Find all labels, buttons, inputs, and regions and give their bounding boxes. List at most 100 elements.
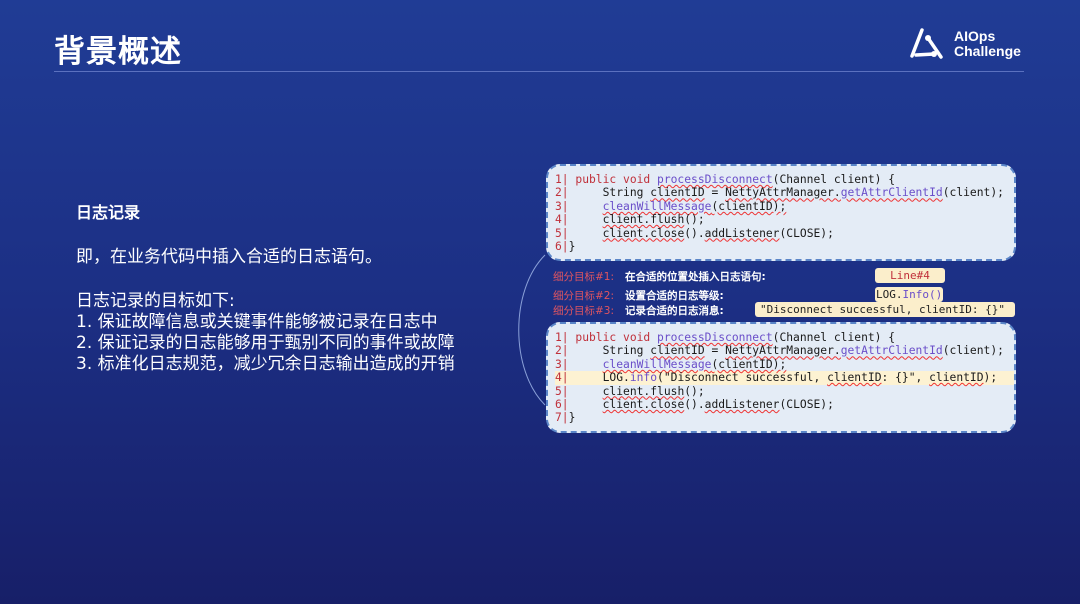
code-token: addListener: [704, 398, 780, 412]
code-token: ().: [684, 226, 705, 240]
code-token: }: [568, 411, 576, 425]
code-token: (Channel client) {: [772, 331, 896, 344]
code-line: 6|}: [555, 240, 1014, 253]
logo-icon: [910, 28, 943, 59]
code-token: getAttrClientId: [840, 186, 943, 200]
code-token: ("Disconnect successful,: [657, 371, 828, 385]
code-token: cleanWillMessage: [602, 199, 712, 213]
code-token: NettyAttrManager.: [725, 344, 841, 358]
section-heading: 日志记录: [76, 203, 141, 222]
code-token: (Channel client) {: [772, 173, 896, 186]
code-token: client.flush: [602, 384, 685, 398]
subgoal-text: 设置合适的日志等级:: [625, 290, 724, 302]
intro-text: 即，在业务代码中插入合适的日志语句。: [76, 247, 382, 267]
code-token: =: [704, 344, 726, 358]
line-number: 4|: [555, 371, 576, 385]
line-number: 6|: [555, 398, 576, 412]
subgoal-2-answer: LOG.Info(): [875, 287, 944, 302]
code-token: (clientID);: [711, 199, 787, 213]
code-token: clientID: [650, 344, 705, 358]
code-token: =: [704, 186, 726, 200]
answer-prefix: LOG.: [876, 288, 903, 301]
line-number: 5|: [555, 226, 576, 240]
code-token: [575, 385, 602, 398]
connector-arrow: [518, 254, 546, 406]
code-line: 1| public void processDisconnect(Channel…: [555, 331, 1014, 344]
code-token: ().: [684, 398, 705, 412]
code-token: [575, 200, 602, 213]
line-number: 7|: [555, 411, 569, 425]
code-token: clientID: [650, 186, 705, 200]
code-token: : {}",: [881, 371, 930, 385]
code-token: [575, 398, 602, 411]
code-token: public void: [575, 331, 658, 344]
goal-item: 1. 保证故障信息或关键事件能够被记录在日志中: [76, 312, 438, 332]
code-token: }: [568, 240, 576, 254]
logo-text-line2: Challenge: [954, 43, 1021, 59]
code-after-block: 1| public void processDisconnect(Channel…: [546, 322, 1016, 433]
code-line: 2| String clientID = NettyAttrManager.ge…: [555, 186, 1014, 199]
code-token: String: [575, 344, 651, 358]
code-line: 3| cleanWillMessage(clientID);: [555, 358, 1014, 371]
subgoal-3: 细分目标#3: 记录合适的日志消息:: [553, 303, 724, 318]
code-token: processDisconnect: [657, 173, 773, 186]
goals-title: 日志记录的目标如下:: [76, 291, 235, 311]
code-line: 4| LOG.info("Disconnect successful, clie…: [555, 371, 1014, 385]
code-token: (client);: [942, 344, 1004, 358]
code-token: ();: [684, 384, 705, 398]
code-token: [575, 358, 602, 371]
code-token: info: [629, 371, 658, 385]
subgoal-3-answer: "Disconnect successful, clientID: {}": [755, 302, 1015, 317]
line-number: 3|: [555, 199, 576, 213]
subgoal-label: 细分目标#3:: [553, 305, 615, 317]
code-token: NettyAttrManager.: [725, 186, 841, 200]
code-token: client.close: [602, 226, 685, 240]
logo-text-line1: AIOps: [954, 28, 996, 44]
subgoal-label: 细分目标#1:: [553, 271, 615, 283]
subgoal-1: 细分目标#1:在合适的位置处插入日志语句:: [553, 269, 766, 284]
code-token: client.flush: [602, 213, 685, 227]
code-line: 4| client.flush();: [555, 213, 1014, 226]
code-token: (CLOSE);: [779, 398, 834, 412]
answer-fn: Info(): [902, 288, 943, 301]
goal-item: 2. 保证记录的日志能够用于甄别不同的事件或故障: [76, 333, 455, 353]
code-token: cleanWillMessage: [602, 357, 712, 371]
code-token: [575, 227, 602, 240]
line-number: 1|: [555, 331, 576, 344]
subgoal-1-answer: Line#4: [875, 268, 945, 283]
code-token: String: [575, 186, 651, 200]
code-token: );: [983, 371, 998, 385]
code-token: addListener: [704, 226, 780, 240]
code-line: 2| String clientID = NettyAttrManager.ge…: [555, 344, 1014, 357]
subgoal-2: 细分目标#2: 设置合适的日志等级:: [553, 288, 724, 303]
code-token: clientID: [929, 371, 984, 385]
line-number: 3|: [555, 357, 576, 371]
code-token: (CLOSE);: [779, 226, 834, 240]
subgoal-text: 记录合适的日志消息:: [625, 305, 724, 317]
code-token: [575, 213, 602, 226]
subgoal-label: 细分目标#2:: [553, 290, 615, 302]
goal-item: 3. 标准化日志规范，减少冗余日志输出造成的开销: [76, 354, 455, 374]
code-token: LOG.: [575, 371, 630, 385]
line-number: 2|: [555, 344, 576, 358]
code-token: client.close: [602, 398, 685, 412]
line-number: 2|: [555, 186, 576, 200]
code-line: 3| cleanWillMessage(clientID);: [555, 200, 1014, 213]
code-token: clientID: [827, 371, 882, 385]
line-number: 4|: [555, 213, 576, 227]
title-divider: [54, 71, 1024, 72]
code-line: 1| public void processDisconnect(Channel…: [555, 173, 1014, 186]
code-line: 5| client.flush();: [555, 385, 1014, 398]
page-title: 背景概述: [54, 34, 182, 70]
code-token: public void: [575, 173, 658, 186]
code-line: 7|}: [555, 411, 1014, 424]
code-line: 6| client.close().addListener(CLOSE);: [555, 398, 1014, 411]
line-number: 5|: [555, 384, 576, 398]
code-token: (client);: [942, 186, 1004, 200]
code-line: 5| client.close().addListener(CLOSE);: [555, 227, 1014, 240]
line-number: 6|: [555, 240, 569, 254]
code-token: processDisconnect: [657, 331, 773, 344]
code-before-block: 1| public void processDisconnect(Channel…: [546, 164, 1016, 262]
code-token: ();: [684, 213, 705, 227]
